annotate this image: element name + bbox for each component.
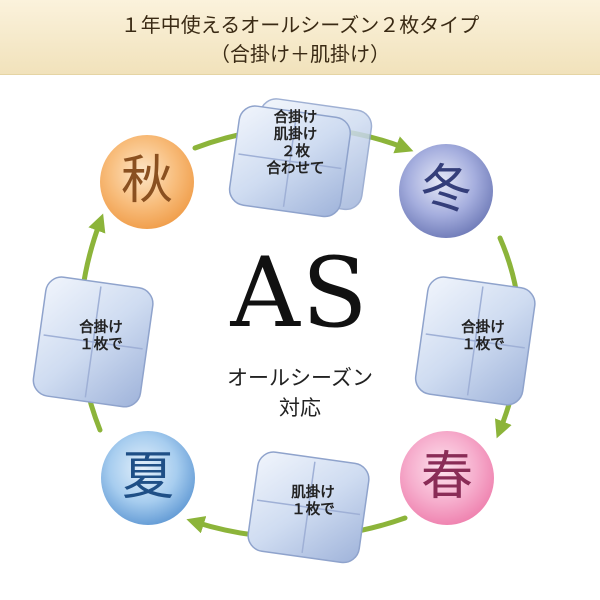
- quilt-icon-autumn-winter: [228, 98, 373, 218]
- note-line: 合掛け: [461, 320, 505, 336]
- title-line-1: １年中使えるオールシーズン２枚タイプ: [120, 13, 480, 37]
- quilt-icon-summer-autumn: [32, 276, 154, 408]
- note-line: 合わせて: [266, 161, 325, 177]
- note-line: ２枚: [281, 144, 310, 160]
- note-autumn-winter: 合掛け 肌掛け ２枚 合わせて: [248, 110, 343, 178]
- note-summer-autumn: 合掛け １枚で: [61, 320, 141, 354]
- center-subtitle-line-2: 対応: [279, 396, 321, 420]
- note-line: 合掛け: [79, 320, 123, 336]
- header-banner: １年中使えるオールシーズン２枚タイプ （合掛け＋肌掛け）: [0, 0, 600, 75]
- note-winter-spring: 合掛け １枚で: [443, 320, 523, 354]
- season-label-autumn: 秋: [120, 151, 173, 211]
- note-line: 合掛け: [273, 110, 318, 126]
- note-line: 肌掛け: [291, 485, 335, 501]
- season-label-summer: 夏: [121, 447, 174, 507]
- note-line: １枚で: [461, 337, 505, 353]
- center-title: AS: [230, 237, 370, 349]
- center-subtitle-line-1: オールシーズン: [227, 366, 373, 390]
- season-circle-autumn: [100, 135, 194, 229]
- quilt-icon-winter-spring: [414, 276, 536, 406]
- note-line: １枚で: [291, 502, 335, 518]
- season-label-spring: 春: [420, 447, 473, 507]
- season-label-winter: 冬: [419, 160, 472, 220]
- note-line: 肌掛け: [273, 127, 318, 143]
- note-spring-summer: 肌掛け １枚で: [273, 485, 353, 519]
- season-circle-summer: [101, 431, 195, 525]
- note-line: １枚で: [79, 337, 123, 353]
- title-line-2: （合掛け＋肌掛け）: [210, 42, 390, 66]
- quilt-icon-spring-summer: [247, 451, 370, 564]
- season-circle-spring: [400, 431, 494, 525]
- season-circle-winter: [399, 144, 493, 238]
